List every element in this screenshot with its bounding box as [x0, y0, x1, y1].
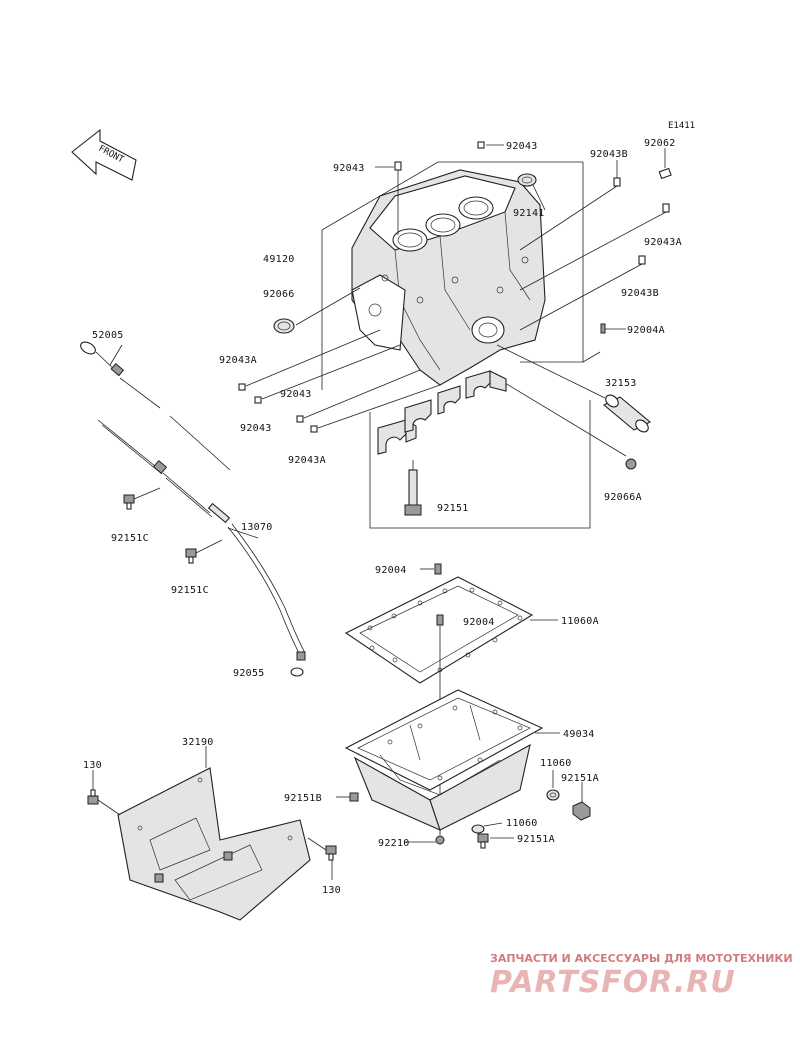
- label-92043B-right: 92043B: [621, 288, 659, 299]
- oil-seal-92141: [517, 173, 537, 187]
- label-32190: 32190: [182, 737, 214, 748]
- label-92043A-right: 92043A: [644, 237, 682, 248]
- washer-11060-r: [546, 789, 560, 801]
- skid-plate-32190: [117, 746, 311, 921]
- pan-leaders: [404, 619, 583, 843]
- sleeve-32153: [603, 394, 651, 433]
- label-92004A: 92004A: [627, 325, 665, 336]
- label-49120: 49120: [263, 254, 295, 265]
- bolt-130-bottom: [307, 837, 337, 880]
- label-92151A-right: 92151A: [561, 773, 599, 784]
- label-92055: 92055: [233, 668, 265, 679]
- label-92043-left: 92043: [333, 163, 365, 174]
- label-11060-bottom: 11060: [506, 818, 538, 829]
- label-92141: 92141: [513, 208, 545, 219]
- label-92043-mid2: 92043: [240, 423, 272, 434]
- label-92004-top: 92004: [375, 565, 407, 576]
- label-13070: 13070: [241, 522, 273, 533]
- bearing-caps: [377, 370, 507, 455]
- plug-92066A: [625, 458, 637, 470]
- oil-pan-49034: [344, 689, 544, 832]
- label-92066: 92066: [263, 289, 295, 300]
- watermark: ЗАПЧАСТИ И АКСЕССУАРЫ ДЛЯ МОТОТЕХНИКИ PA…: [490, 952, 793, 1000]
- part-labels: 92043 92043 92043B 92062 92141 92043A 49…: [83, 138, 682, 896]
- oil-seal-92066: [273, 318, 295, 334]
- upper-leaders: [245, 144, 667, 457]
- label-92151: 92151: [437, 503, 469, 514]
- label-92043-mid1: 92043: [280, 389, 312, 400]
- label-11060-right: 11060: [540, 758, 572, 769]
- label-92151C-2: 92151C: [171, 585, 209, 596]
- gasket-11060A: [344, 576, 534, 684]
- bolt-92151C-lower: [185, 539, 223, 564]
- label-92151B: 92151B: [284, 793, 322, 804]
- label-49034: 49034: [563, 729, 595, 740]
- bolt-92004-top: [420, 563, 442, 575]
- label-92151A-bottom: 92151A: [517, 834, 555, 845]
- label-92043A-left: 92043A: [219, 355, 257, 366]
- label-92043B-top: 92043B: [590, 149, 628, 160]
- washer-11060-b: [471, 822, 503, 834]
- diagram-code: E1411: [668, 121, 695, 131]
- label-92043A-low: 92043A: [288, 455, 326, 466]
- label-92066A: 92066A: [604, 492, 642, 503]
- label-130-bottom: 130: [322, 885, 341, 896]
- label-92210: 92210: [378, 838, 410, 849]
- plug-92151A-b: [477, 833, 514, 849]
- plug-92151A-r: [572, 801, 591, 821]
- dipstick-52005: [80, 341, 231, 471]
- bolt-92151C-upper: [123, 487, 161, 510]
- label-92004-inner: 92004: [463, 617, 495, 628]
- label-32153: 32153: [605, 378, 637, 389]
- bolt-92151: [404, 460, 422, 516]
- bolt-130-top: [87, 770, 121, 816]
- plug-92151B: [336, 792, 359, 802]
- label-92043-top: 92043: [506, 141, 538, 152]
- label-52005: 52005: [92, 330, 124, 341]
- label-11060A: 11060A: [561, 616, 599, 627]
- front-arrow-icon: FRONT: [71, 128, 137, 181]
- watermark-tagline: ЗАПЧАСТИ И АКСЕССУАРЫ ДЛЯ МОТОТЕХНИКИ: [490, 952, 793, 965]
- nut-92210: [435, 835, 445, 845]
- o-ring-92055: [290, 667, 304, 677]
- label-130-top: 130: [83, 760, 102, 771]
- label-92062: 92062: [644, 138, 676, 149]
- watermark-brand: PARTSFOR.RU: [490, 965, 736, 1000]
- label-92151C-1: 92151C: [111, 533, 149, 544]
- guide-tube-13070: [97, 419, 306, 661]
